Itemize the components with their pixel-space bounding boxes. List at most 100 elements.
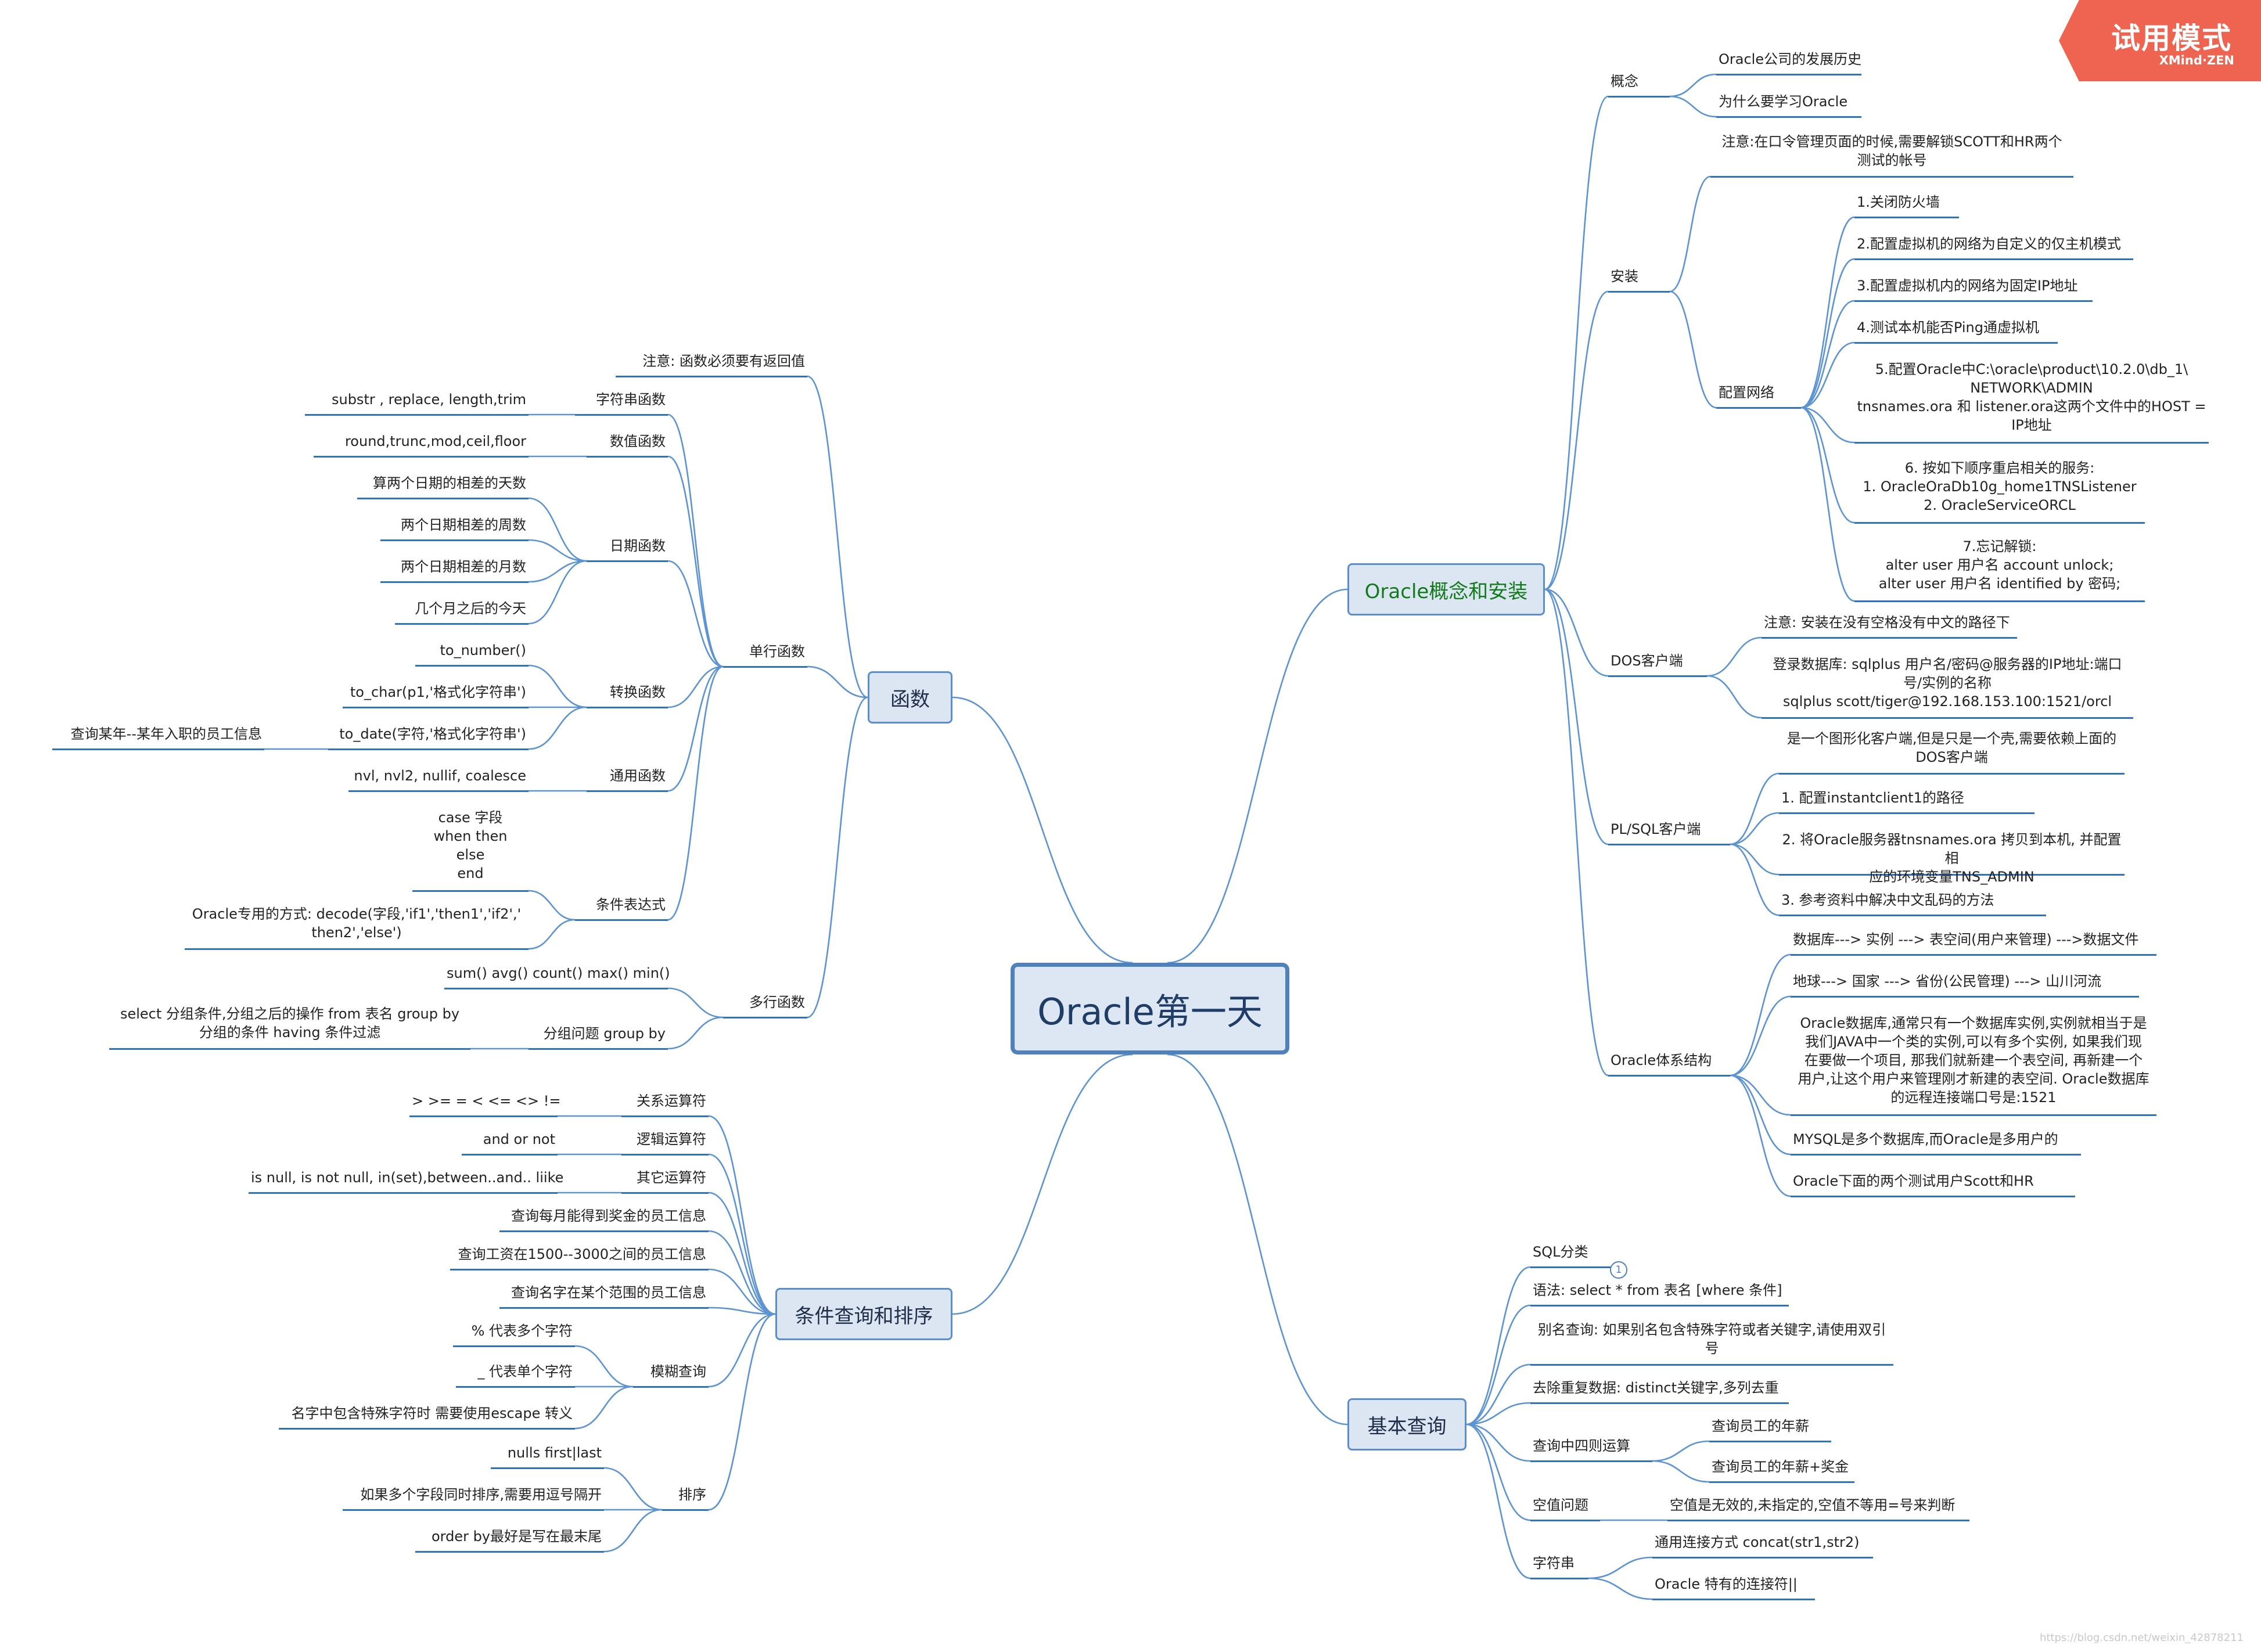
topic-logical-ops[interactable]: 逻辑运算符 <box>621 1130 709 1156</box>
topic-dos-client[interactable]: DOS客户端 <box>1608 652 1707 677</box>
topic-query-name-range[interactable]: 查询名字在某个范围的员工信息 <box>499 1283 709 1309</box>
topic-label: is null, is not null, in(set),between..a… <box>251 1169 564 1186</box>
topic-arch-2[interactable]: 地球---> 国家 ---> 省份(公民管理) ---> 山川河流 <box>1791 972 2139 998</box>
topic-date-3[interactable]: 两个日期相差的月数 <box>380 557 529 583</box>
connector-line <box>574 1385 634 1430</box>
central-topic[interactable]: Oracle第一天 <box>1011 963 1289 1054</box>
topic-query-bonus[interactable]: 查询每月能得到奖金的员工信息 <box>499 1207 709 1232</box>
topic-to-number[interactable]: to_number() <box>415 641 529 667</box>
topic-net-step-1[interactable]: 1.关闭防火墙 <box>1854 193 1959 218</box>
topic-group-by-syntax[interactable]: select 分组条件,分组之后的操作 from 表名 group by 分组的… <box>109 1005 470 1050</box>
topic-group-by[interactable]: 分组问题 group by <box>529 1024 668 1050</box>
topic-label: 2. 将Oracle服务器tnsnames.ora 拷贝到本机, 并配置相 应的… <box>1782 832 2122 885</box>
topic-dos-note[interactable]: 注意: 安装在没有空格没有中文的路径下 <box>1762 613 2017 639</box>
topic-multi-row[interactable]: 多行函数 <box>723 993 807 1018</box>
topic-to-char[interactable]: to_char(p1,'格式化字符串') <box>343 683 529 708</box>
topic-other-ops[interactable]: 其它运算符 <box>621 1168 709 1194</box>
topic-string-func[interactable]: 字符串函数 <box>575 390 668 416</box>
topic-plsql-client[interactable]: PL/SQL客户端 <box>1608 820 1730 845</box>
topic-date-1[interactable]: 算两个日期的相差的天数 <box>357 474 529 499</box>
topic-syntax[interactable]: 语法: select * from 表名 [where 条件] <box>1530 1281 1789 1307</box>
topic-other-ops-list[interactable]: is null, is not null, in(set),between..a… <box>249 1168 564 1194</box>
topic-fuzzy-query[interactable]: 模糊查询 <box>633 1362 709 1388</box>
topic-concept[interactable]: 概念 <box>1608 72 1670 98</box>
connector-line <box>708 1307 776 1315</box>
topic-configure-network[interactable]: 配置网络 <box>1716 383 1801 409</box>
topic-concat[interactable]: 通用连接方式 concat(str1,str2) <box>1652 1533 1873 1559</box>
topic-annual-salary[interactable]: 查询员工的年薪 <box>1709 1417 1831 1442</box>
topic-case-when[interactable]: case 字段 when then else end <box>412 808 529 892</box>
topic-aggregate-funcs[interactable]: sum() avg() count() max() min() <box>444 964 670 989</box>
topic-net-step-3[interactable]: 3.配置虚拟机内的网络为固定IP地址 <box>1854 276 2093 302</box>
topic-plsql-step-3[interactable]: 3. 参考资料中解决中文乱码的方法 <box>1779 891 2046 916</box>
topic-relational-ops-list[interactable]: > >= = < <= <> != <box>409 1092 561 1117</box>
connector-line <box>1588 1556 1653 1579</box>
topic-label: 字符串函数 <box>596 391 666 408</box>
topic-arch-4[interactable]: MYSQL是多个数据库,而Oracle是多用户的 <box>1791 1130 2081 1156</box>
connector-line <box>708 1192 776 1315</box>
topic-arithmetic[interactable]: 查询中四则运算 <box>1530 1437 1652 1462</box>
branch-basic-query[interactable]: 基本查询 <box>1347 1398 1466 1451</box>
topic-null-desc[interactable]: 空值是无效的,未指定的,空值不等用=号来判断 <box>1667 1496 1969 1521</box>
topic-single-row[interactable]: 单行函数 <box>723 642 807 668</box>
topic-sql-category[interactable]: SQL分类 <box>1530 1243 1615 1268</box>
topic-convert-func[interactable]: 转换函数 <box>587 683 668 708</box>
topic-fuzzy-escape[interactable]: 名字中包含特殊字符时 需要使用escape 转义 <box>279 1404 575 1430</box>
connector-line <box>1652 1460 1710 1483</box>
topic-distinct[interactable]: 去除重复数据: distinct关键字,多列去重 <box>1530 1379 1789 1404</box>
topic-net-step-5[interactable]: 5.配置Oracle中C:\oracle\product\10.2.0\db_1… <box>1854 360 2209 444</box>
topic-to-date[interactable]: to_date(字符,'格式化字符串') <box>328 725 529 750</box>
topic-net-step-6[interactable]: 6. 按如下顺序重启相关的服务: 1. OracleOraDb10g_home1… <box>1854 459 2145 524</box>
topic-plsql-step-1[interactable]: 1. 配置instantclient1的路径 <box>1779 789 2034 814</box>
topic-why-learn-oracle[interactable]: 为什么要学习Oracle <box>1716 92 1861 118</box>
topic-arch-5[interactable]: Oracle下面的两个测试用户Scott和HR <box>1791 1172 2075 1197</box>
topic-oracle-architecture[interactable]: Oracle体系结构 <box>1608 1051 1730 1077</box>
topic-string-func-list[interactable]: substr , replace, length,trim <box>305 390 529 416</box>
branch-functions[interactable]: 函数 <box>868 671 952 724</box>
topic-arch-3[interactable]: Oracle数据库,通常只有一个数据库实例,实例就相当于是 我们JAVA中一个类… <box>1791 1014 2156 1116</box>
topic-oracle-history[interactable]: Oracle公司的发展历史 <box>1716 50 1861 75</box>
topic-date-func[interactable]: 日期函数 <box>587 537 668 562</box>
topic-fuzzy-percent[interactable]: % 代表多个字符 <box>453 1322 575 1347</box>
topic-label: nvl, nvl2, nullif, coalesce <box>354 768 526 784</box>
topic-install[interactable]: 安装 <box>1608 267 1670 293</box>
trial-mode-banner[interactable]: 试用模式 XMind·ZEN <box>2059 0 2261 81</box>
topic-label: 转换函数 <box>610 684 666 700</box>
collapsed-count-badge[interactable]: 1 <box>1610 1261 1627 1279</box>
topic-net-step-2[interactable]: 2.配置虚拟机的网络为自定义的仅主机模式 <box>1854 235 2133 260</box>
topic-annual-salary-bonus[interactable]: 查询员工的年薪+奖金 <box>1709 1457 1854 1483</box>
topic-query-hire-years[interactable]: 查询某年--某年入职的员工信息 <box>52 725 264 750</box>
topic-general-func-list[interactable]: nvl, nvl2, nullif, coalesce <box>348 766 529 792</box>
topic-query-salary-range[interactable]: 查询工资在1500--3000之间的员工信息 <box>450 1245 709 1271</box>
topic-oracle-concat[interactable]: Oracle 特有的连接符|| <box>1652 1575 1815 1600</box>
topic-decode[interactable]: Oracle专用的方式: decode(字段,'if1','then1','if… <box>185 905 529 950</box>
topic-cond-expr[interactable]: 条件表达式 <box>575 895 668 921</box>
topic-date-2[interactable]: 两个日期相差的周数 <box>380 516 529 541</box>
topic-date-4[interactable]: 几个月之后的今天 <box>395 599 529 625</box>
topic-sort[interactable]: 排序 <box>662 1485 709 1511</box>
topic-label: _ 代表单个字符 <box>477 1363 573 1380</box>
topic-install-note[interactable]: 注意:在口令管理页面的时候,需要解锁SCOTT和HR两个 测试的帐号 <box>1710 132 2073 178</box>
topic-string[interactable]: 字符串 <box>1530 1554 1588 1579</box>
topic-sort-multi-fields[interactable]: 如果多个字段同时排序,需要用逗号隔开 <box>343 1485 604 1511</box>
topic-null-issue[interactable]: 空值问题 <box>1530 1496 1600 1521</box>
topic-plsql-desc[interactable]: 是一个图形化客户端,但是只是一个壳,需要依赖上面的 DOS客户端 <box>1779 729 2125 775</box>
branch-oracle-concept-install[interactable]: Oracle概念和安装 <box>1347 563 1545 616</box>
topic-net-step-4[interactable]: 4.测试本机能否Ping通虚拟机 <box>1854 318 2058 344</box>
topic-nulls-first-last[interactable]: nulls first|last <box>491 1444 604 1469</box>
topic-fuzzy-underscore[interactable]: _ 代表单个字符 <box>456 1362 575 1388</box>
branch-conditional-query-sort[interactable]: 条件查询和排序 <box>775 1288 952 1340</box>
topic-label: % 代表多个字符 <box>471 1323 573 1339</box>
topic-general-func[interactable]: 通用函数 <box>587 766 668 792</box>
topic-order-by-last[interactable]: order by最好是写在最末尾 <box>415 1527 604 1553</box>
topic-func-note[interactable]: 注意: 函数必须要有返回值 <box>616 352 807 377</box>
topic-number-func[interactable]: 数值函数 <box>587 432 668 458</box>
topic-logical-ops-list[interactable]: and or not <box>462 1130 558 1156</box>
topic-number-func-list[interactable]: round,trunc,mod,ceil,floor <box>314 432 529 458</box>
topic-net-step-7[interactable]: 7.忘记解锁: alter user 用户名 account unlock; a… <box>1854 537 2145 602</box>
topic-arch-1[interactable]: 数据库---> 实例 ---> 表空间(用户来管理) --->数据文件 <box>1791 930 2156 956</box>
topic-plsql-step-2[interactable]: 2. 将Oracle服务器tnsnames.ora 拷贝到本机, 并配置相 应的… <box>1779 830 2125 885</box>
topic-dos-login[interactable]: 登录数据库: sqlplus 用户名/密码@服务器的IP地址:端口 号/实例的名… <box>1762 655 2133 719</box>
topic-relational-ops[interactable]: 关系运算符 <box>621 1092 709 1117</box>
topic-alias-query[interactable]: 别名查询: 如果别名包含特殊字符或者关键字,请使用双引 号 <box>1530 1320 1893 1366</box>
